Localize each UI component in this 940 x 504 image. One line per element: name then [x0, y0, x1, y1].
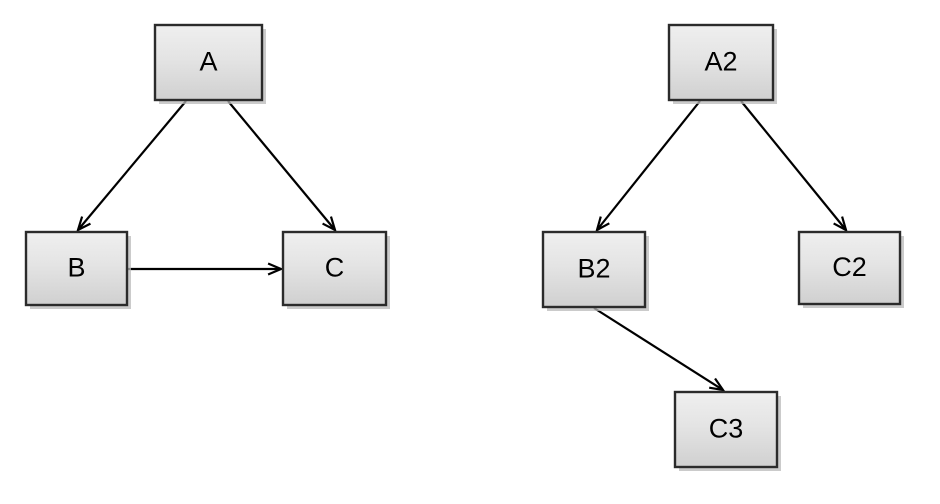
node-C[interactable]: C: [281, 230, 390, 309]
node-rect-A: [153, 23, 264, 102]
edge-line-A-B: [77, 100, 187, 231]
edges-layer: [76, 100, 848, 392]
node-group-graph-left: A B C: [24, 23, 390, 309]
node-rect-B2: [541, 230, 647, 309]
edge-line-A-C: [227, 100, 336, 231]
node-A[interactable]: A: [153, 23, 266, 104]
edge-line-A2-B2: [596, 100, 701, 231]
node-C2[interactable]: C2: [797, 230, 904, 308]
edge-A2-B2[interactable]: [595, 100, 701, 233]
edge-group-graph-right: [593, 100, 848, 392]
edge-B2-C3[interactable]: [593, 307, 726, 392]
edge-group-graph-left: [76, 100, 337, 276]
node-rect-C3: [673, 390, 779, 469]
arrowhead-icon: [709, 377, 726, 392]
edge-A2-C2[interactable]: [740, 100, 848, 233]
node-rect-C: [281, 230, 388, 307]
node-A2[interactable]: A2: [667, 23, 777, 104]
arrowhead-icon: [833, 216, 848, 233]
node-B[interactable]: B: [24, 230, 131, 309]
arrowhead-icon: [267, 262, 284, 276]
node-rect-B: [24, 230, 129, 307]
node-B2[interactable]: B2: [541, 230, 649, 311]
node-C3[interactable]: C3: [673, 390, 781, 471]
node-rect-A2: [667, 23, 775, 102]
arrowhead-icon: [76, 216, 91, 233]
edge-B-C[interactable]: [128, 262, 284, 276]
edge-line-A2-C2: [740, 100, 847, 231]
arrowhead-icon: [322, 216, 337, 233]
node-rect-C2: [797, 230, 902, 306]
edge-A-B[interactable]: [76, 100, 187, 233]
arrowhead-icon: [595, 216, 610, 233]
edge-A-C[interactable]: [227, 100, 337, 233]
edge-line-B2-C3: [593, 307, 724, 391]
